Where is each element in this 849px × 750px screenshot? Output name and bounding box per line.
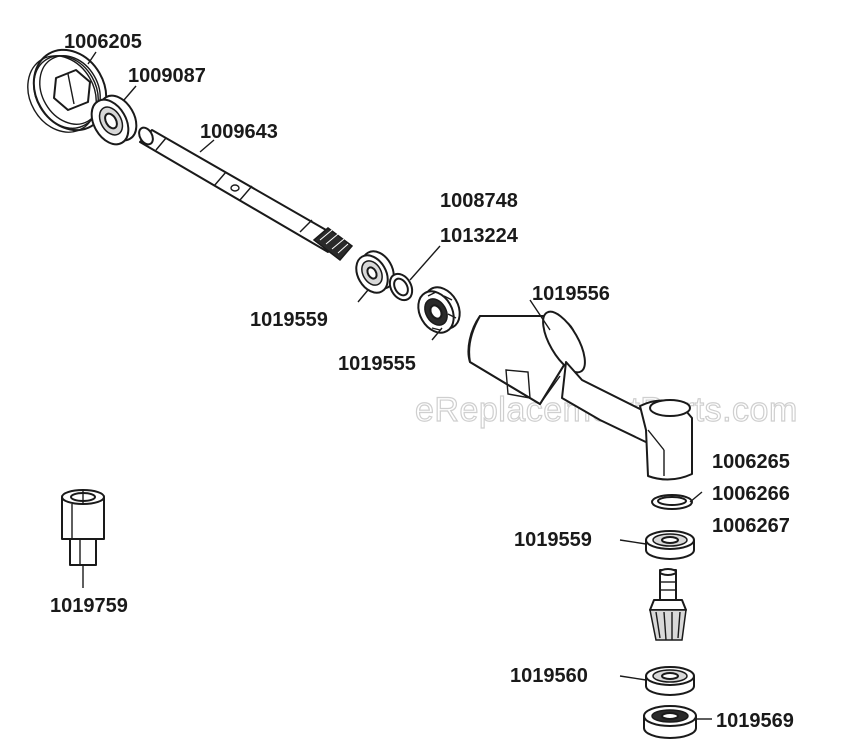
part-1019560-bearing <box>645 666 695 696</box>
part-1009087-bearing <box>90 94 138 146</box>
label-1008748: 1008748 <box>440 190 518 212</box>
part-1009643-shaft <box>138 126 354 262</box>
label-1019559-top: 1019559 <box>250 309 328 331</box>
part-1019555-gear <box>417 286 461 334</box>
label-1019569: 1019569 <box>716 710 794 732</box>
label-1019556: 1019556 <box>532 283 610 305</box>
part-1019559-bearing-bottom <box>645 530 695 560</box>
label-1006266: 1006266 <box>712 483 790 505</box>
label-1013224: 1013224 <box>440 225 519 247</box>
label-1009087: 1009087 <box>128 65 206 87</box>
part-1019556-angle-housing <box>467 310 693 481</box>
part-1008748-washer <box>388 272 414 302</box>
label-1006265: 1006265 <box>712 451 790 473</box>
label-1006267: 1006267 <box>712 515 790 537</box>
label-1019759: 1019759 <box>50 595 128 617</box>
part-1006266-washer <box>651 494 693 510</box>
part-1019559-bearing-top <box>355 250 395 294</box>
label-1019559-bottom: 1019559 <box>514 529 592 551</box>
part-1019759-socket-adapter <box>61 489 105 566</box>
label-1006205: 1006205 <box>64 31 142 53</box>
part-1019569-bearing-cap <box>643 705 697 739</box>
pinion-gear <box>649 568 687 641</box>
leader-lines <box>82 51 712 720</box>
part-1006205-hex-cap <box>27 48 108 133</box>
label-1019555: 1019555 <box>338 353 416 375</box>
label-1019560: 1019560 <box>510 665 588 687</box>
label-1009643: 1009643 <box>200 121 278 143</box>
